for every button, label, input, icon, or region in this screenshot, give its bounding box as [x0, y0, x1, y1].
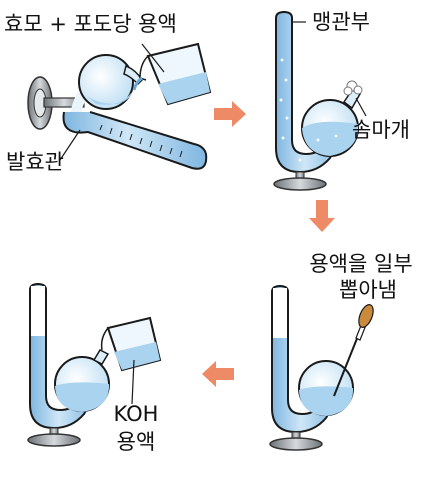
arrow-left-icon — [202, 361, 234, 387]
label-cotton-plug: 솜마개 — [352, 118, 410, 142]
leader-line — [141, 43, 165, 73]
step4-apparatus — [27, 282, 162, 447]
step2-apparatus — [273, 10, 367, 191]
fermentation-tube — [62, 54, 208, 170]
cotton-plug-icon — [343, 80, 363, 96]
leader-line — [59, 129, 81, 161]
stand-base-icon — [273, 171, 327, 191]
step3-apparatus — [269, 284, 374, 451]
stand-base-icon — [27, 427, 81, 447]
label-remove-solution-line2: 뽑아냄 — [339, 278, 397, 302]
arrow-right-icon — [214, 101, 246, 127]
label-koh-solution: 용액 — [116, 430, 156, 454]
label-yeast-glucose-solution: 효모 + 포도당 용액 — [4, 12, 177, 36]
stand-base-icon — [269, 431, 323, 451]
label-closed-arm: 맹관부 — [312, 10, 370, 34]
label-fermentation-tube: 발효관 — [6, 150, 64, 174]
beaker-icon — [100, 316, 162, 372]
label-remove-solution-line1: 용액을 일부 — [309, 252, 413, 276]
pipette-icon — [333, 304, 374, 397]
arrow-down-icon — [309, 200, 335, 232]
beaker-icon — [132, 42, 212, 106]
step1-apparatus — [27, 42, 212, 170]
stand-base-icon — [27, 76, 85, 130]
label-koh: KOH — [113, 402, 159, 426]
